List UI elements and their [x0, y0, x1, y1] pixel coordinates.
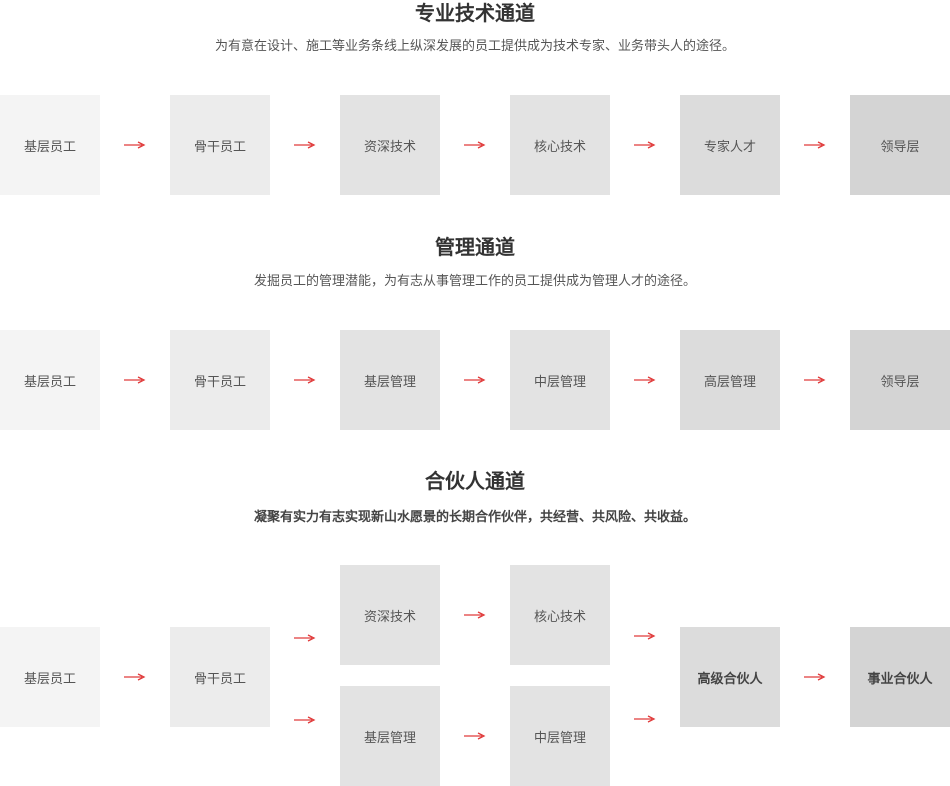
arrow-right-icon	[634, 714, 656, 724]
section-title-management: 管理通道	[435, 235, 515, 259]
arrow-right-icon	[634, 631, 656, 641]
arrow-right-icon	[294, 715, 316, 725]
arrow-right-icon	[464, 375, 486, 385]
mgmt-step-4: 中层管理	[510, 330, 610, 430]
section-desc-partner: 凝聚有实力有志实现新山水愿景的长期合作伙伴，共经营、共风险、共收益。	[253, 510, 696, 525]
arrow-right-icon	[124, 140, 146, 150]
tech-step-3: 资深技术	[340, 95, 440, 195]
partner-step-start-1: 基层员工	[0, 627, 100, 727]
mgmt-step-1: 基层员工	[0, 330, 100, 430]
arrow-right-icon	[464, 731, 486, 741]
arrow-right-icon	[804, 672, 826, 682]
mgmt-step-2: 骨干员工	[170, 330, 270, 430]
arrow-right-icon	[124, 375, 146, 385]
arrow-right-icon	[634, 140, 656, 150]
partner-step-end-2: 事业合伙人	[850, 627, 950, 727]
partner-step-start-2: 骨干员工	[170, 627, 270, 727]
section-title-partner: 合伙人通道	[425, 469, 525, 493]
tech-step-1: 基层员工	[0, 95, 100, 195]
arrow-right-icon	[804, 375, 826, 385]
section-title-technical: 专业技术通道	[415, 1, 535, 25]
mgmt-step-6: 领导层	[850, 330, 950, 430]
partner-step-lower-1: 基层管理	[340, 686, 440, 786]
section-desc-management: 发掘员工的管理潜能，为有志从事管理工作的员工提供成为管理人才的途径。	[253, 274, 696, 289]
partner-step-upper-1: 资深技术	[340, 565, 440, 665]
arrow-right-icon	[464, 140, 486, 150]
mgmt-step-5: 高层管理	[680, 330, 780, 430]
arrow-right-icon	[124, 672, 146, 682]
section-desc-technical: 为有意在设计、施工等业务条线上纵深发展的员工提供成为技术专家、业务带头人的途径。	[214, 39, 735, 54]
tech-step-2: 骨干员工	[170, 95, 270, 195]
tech-step-6: 领导层	[850, 95, 950, 195]
arrow-right-icon	[634, 375, 656, 385]
partner-step-lower-2: 中层管理	[510, 686, 610, 786]
arrow-right-icon	[294, 140, 316, 150]
tech-step-4: 核心技术	[510, 95, 610, 195]
arrow-right-icon	[294, 375, 316, 385]
partner-step-end-1: 高级合伙人	[680, 627, 780, 727]
tech-step-5: 专家人才	[680, 95, 780, 195]
partner-step-upper-2: 核心技术	[510, 565, 610, 665]
mgmt-step-3: 基层管理	[340, 330, 440, 430]
arrow-right-icon	[294, 633, 316, 643]
arrow-right-icon	[464, 610, 486, 620]
arrow-right-icon	[804, 140, 826, 150]
